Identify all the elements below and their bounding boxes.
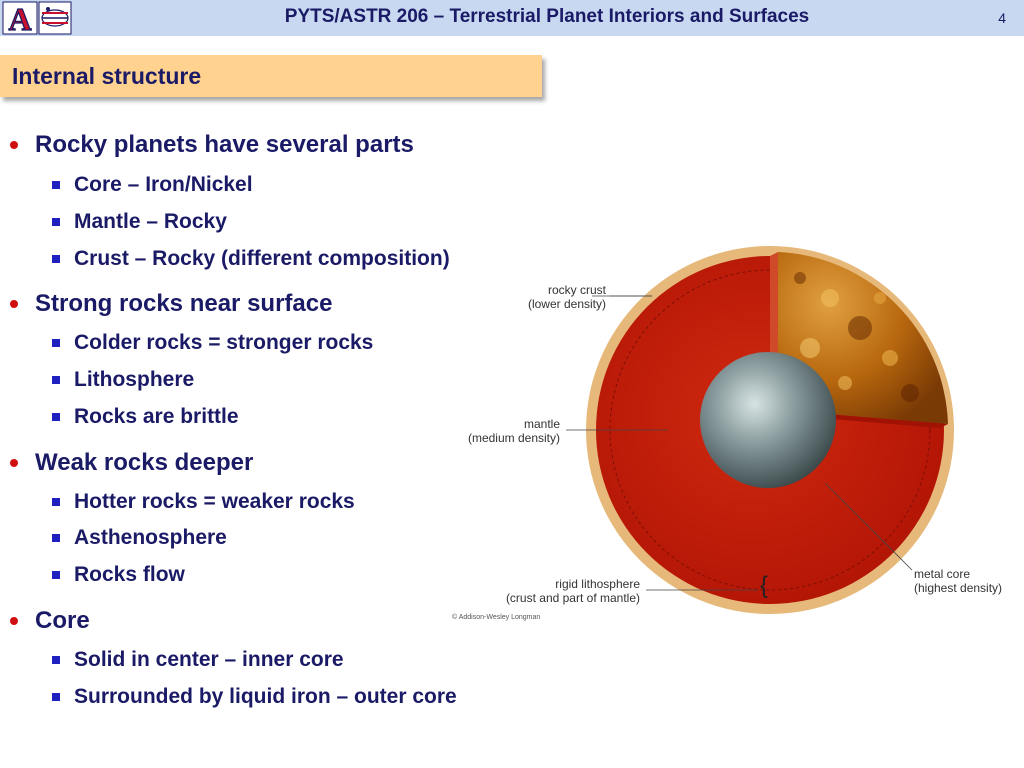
leader-line-core <box>824 482 913 571</box>
label-rocky-crust: rocky crust (lower density) <box>527 283 606 311</box>
sub-bullet-item: Surrounded by liquid iron – outer core <box>52 685 457 709</box>
bullet-item: Weak rocks deeper <box>10 449 254 477</box>
page-number: 4 <box>998 10 1006 26</box>
bullet-item: Rocky planets have several parts <box>10 131 414 159</box>
sub-bullet-text: Core – Iron/Nickel <box>74 173 253 196</box>
bullet-dot-icon <box>10 300 18 308</box>
section-title-box: Internal structure <box>0 55 542 97</box>
section-title: Internal structure <box>12 63 202 89</box>
sub-bullet-item: Core – Iron/Nickel <box>52 173 253 197</box>
label-metal-core: metal core (highest density) <box>914 567 1003 595</box>
sub-bullet-item: Rocks are brittle <box>52 405 239 429</box>
header-bar: A PYTS/ASTR 206 – Terrestrial Planet Int… <box>0 0 1024 36</box>
sub-bullet-item: Hotter rocks = weaker rocks <box>52 490 355 514</box>
bullet-square-icon <box>52 656 60 664</box>
bullet-text: Strong rocks near surface <box>35 290 333 317</box>
metal-core <box>700 352 836 488</box>
sub-bullet-item: Colder rocks = stronger rocks <box>52 331 374 355</box>
lithosphere-boundary <box>609 269 931 591</box>
sub-bullet-item: Solid in center – inner core <box>52 648 344 672</box>
sub-bullet-text: Rocks flow <box>74 563 185 586</box>
svg-text:A: A <box>8 1 31 35</box>
bullet-square-icon <box>52 218 60 226</box>
bullet-square-icon <box>52 376 60 384</box>
sub-bullet-item: Crust – Rocky (different composition) <box>52 247 450 271</box>
bullet-square-icon <box>52 693 60 701</box>
bullet-square-icon <box>52 255 60 263</box>
bullet-text: Rocky planets have several parts <box>35 131 414 158</box>
label-mantle: mantle (medium density) <box>467 417 560 445</box>
sub-bullet-item: Asthenosphere <box>52 526 227 550</box>
lithosphere-brace-icon: { <box>760 572 769 599</box>
bullet-item: Core <box>10 607 90 635</box>
bullet-dot-icon <box>10 617 18 625</box>
university-logo-icon: A <box>2 1 72 35</box>
sub-bullet-item: Lithosphere <box>52 368 195 392</box>
sub-bullet-item: Mantle – Rocky <box>52 210 227 234</box>
sub-bullet-text: Surrounded by liquid iron – outer core <box>74 685 457 708</box>
bullet-square-icon <box>52 339 60 347</box>
header-title: PYTS/ASTR 206 – Terrestrial Planet Inter… <box>284 6 810 27</box>
bullet-item: Strong rocks near surface <box>10 290 333 318</box>
bullet-dot-icon <box>10 459 18 467</box>
bullet-square-icon <box>52 413 60 421</box>
planet-cutaway-figure <box>566 246 954 614</box>
image-credit: © Addison-Wesley Longman <box>452 614 541 621</box>
sub-bullet-text: Rocks are brittle <box>74 405 239 428</box>
sub-bullet-text: Asthenosphere <box>74 526 227 549</box>
sub-bullet-text: Hotter rocks = weaker rocks <box>74 490 355 513</box>
bullet-dot-icon <box>10 141 18 149</box>
bullet-text: Weak rocks deeper <box>35 449 254 476</box>
surface-texture <box>794 272 919 402</box>
bullet-square-icon <box>52 534 60 542</box>
sub-bullet-text: Crust – Rocky (different composition) <box>74 247 450 270</box>
planet-interior-diagram: rocky crust (lower density) mantle (medi… <box>440 238 1024 638</box>
bullet-square-icon <box>52 181 60 189</box>
bullet-square-icon <box>52 498 60 506</box>
bullet-square-icon <box>52 571 60 579</box>
bullet-text: Core <box>35 607 90 634</box>
sub-bullet-text: Lithosphere <box>74 368 195 391</box>
sub-bullet-item: Rocks flow <box>52 563 185 587</box>
sub-bullet-text: Mantle – Rocky <box>74 210 227 233</box>
sub-bullet-text: Colder rocks = stronger rocks <box>74 331 374 354</box>
sub-bullet-text: Solid in center – inner core <box>74 648 344 671</box>
label-rigid-lithosphere: rigid lithosphere (crust and part of man… <box>505 577 640 605</box>
